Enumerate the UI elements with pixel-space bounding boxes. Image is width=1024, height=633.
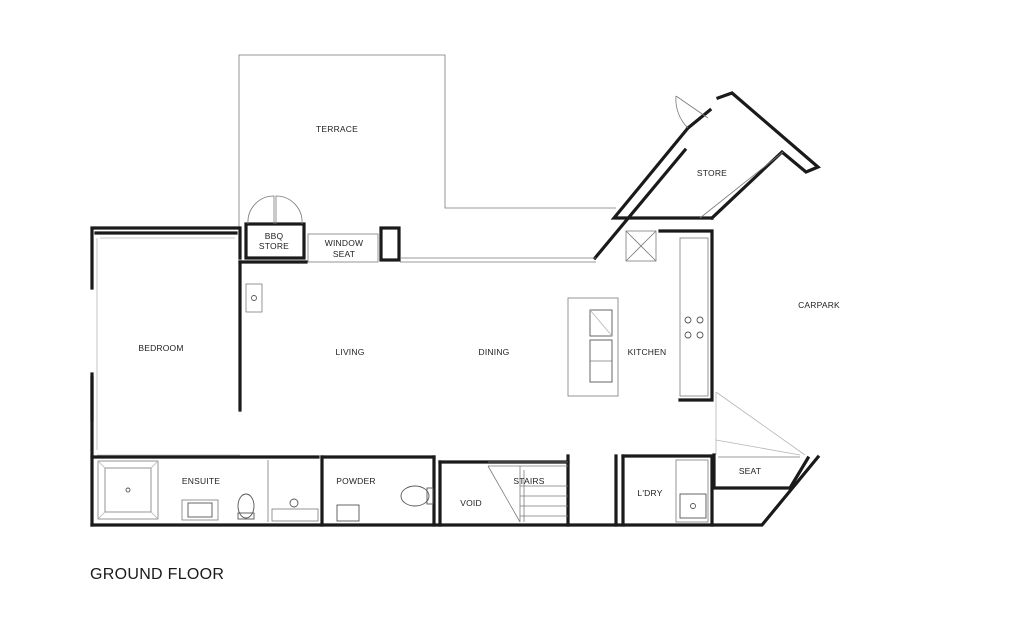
label-ensuite: ENSUITE <box>182 476 220 486</box>
label-bbq-store-line1: BBQ <box>265 231 284 241</box>
ensuite-fixtures <box>97 460 319 522</box>
lower-rooms <box>90 454 714 527</box>
label-powder: POWDER <box>336 476 375 486</box>
plan-title: GROUND FLOOR <box>90 566 225 583</box>
window-seat <box>238 226 596 264</box>
laundry-fixtures <box>675 459 709 523</box>
label-carpark: CARPARK <box>798 300 840 310</box>
label-living: LIVING <box>335 347 364 357</box>
kitchen-benches <box>567 229 714 402</box>
label-bbq-store-line2: STORE <box>259 241 289 251</box>
bbq-store <box>244 195 306 260</box>
terrace-outline <box>238 54 616 228</box>
label-store: STORE <box>697 168 727 178</box>
stairs-treads <box>487 461 568 523</box>
label-seat: SEAT <box>739 466 761 476</box>
bedroom-window <box>96 237 240 456</box>
powder-fixtures <box>336 485 434 522</box>
label-dining: DINING <box>479 347 510 357</box>
carport-lines <box>712 391 811 490</box>
label-stairs: STAIRS <box>513 476 544 486</box>
label-laundry: L'DRY <box>637 488 662 498</box>
store-walls <box>592 91 822 261</box>
label-kitchen: KITCHEN <box>628 347 667 357</box>
label-window-seat-line1: WINDOW <box>325 238 364 248</box>
label-window-seat-line2: SEAT <box>333 249 355 259</box>
outer-walls <box>90 226 821 527</box>
label-void: VOID <box>460 498 482 508</box>
living-basin <box>245 283 263 313</box>
label-bedroom: BEDROOM <box>138 343 183 353</box>
label-terrace: TERRACE <box>316 124 358 134</box>
